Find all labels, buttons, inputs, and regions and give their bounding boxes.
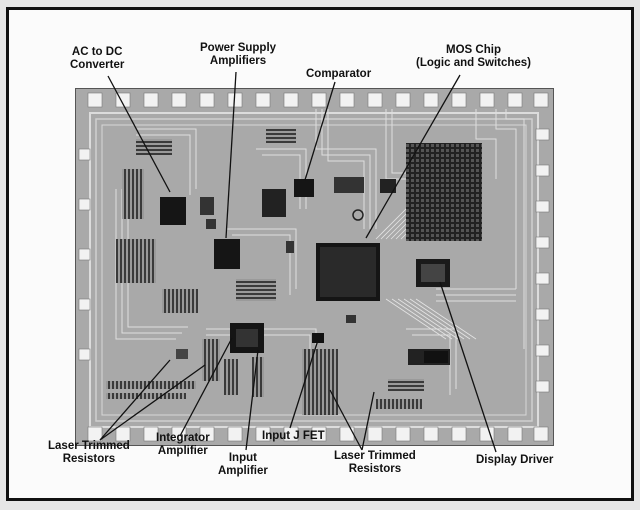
resistor-strip-left [106,381,196,389]
label-input-jfet: Input J FET [262,430,325,442]
left-bond-pads [78,148,91,361]
trace-lines [115,109,525,395]
label-mos-chip: MOS Chip(Logic and Switches) [416,44,532,69]
logo-mark [352,209,364,221]
chip-die-svg [78,92,550,442]
integrator-array [202,339,220,381]
memory-array [406,143,482,241]
comparator-block [294,179,314,197]
right-bond-pads [535,128,550,393]
bottom-bond-pads [87,426,549,442]
label-comparator: Comparator [306,68,372,80]
jfet-block [312,333,324,343]
label-display-driver: Display Driver [476,454,554,466]
ac-dc-block [160,197,186,225]
resistor-array-right [302,349,338,415]
power-amp-block [262,189,286,217]
top-bond-pads [87,92,549,108]
resistor-array-left [116,239,156,283]
